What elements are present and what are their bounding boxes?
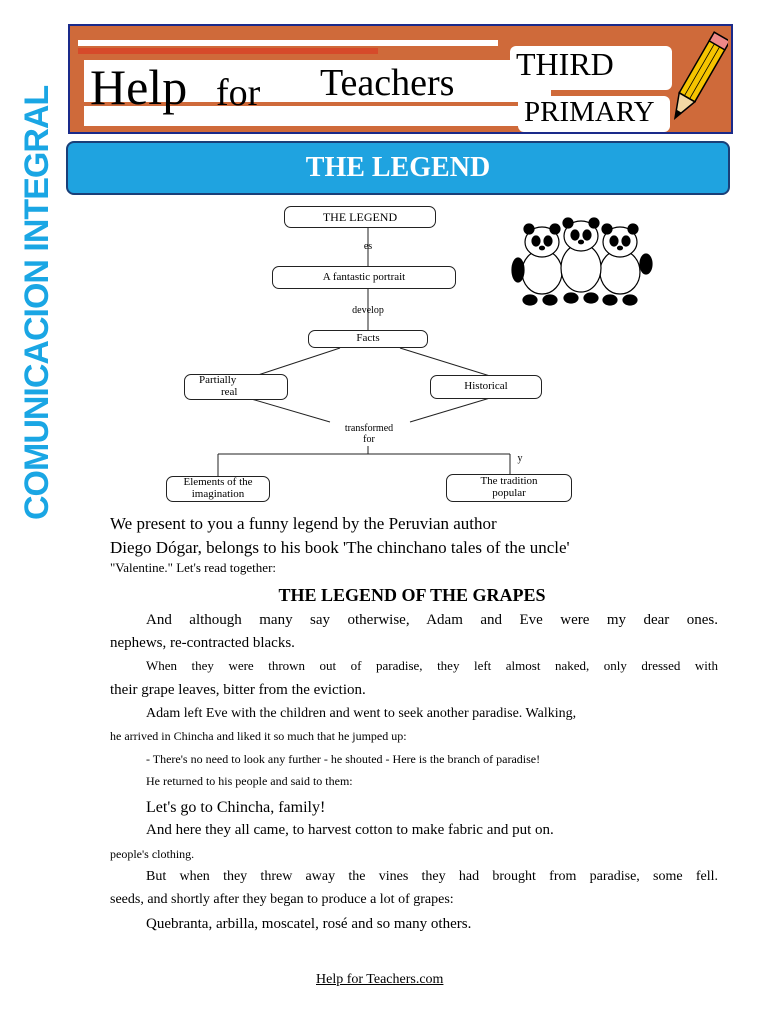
diagram-text: real bbox=[221, 386, 238, 398]
banner-stripe bbox=[80, 102, 550, 106]
pandas-illustration bbox=[511, 217, 653, 306]
diagram-text: imagination bbox=[191, 488, 245, 500]
header-word-teachers: Teachers bbox=[320, 62, 455, 104]
story-line: people's clothing. bbox=[110, 847, 195, 861]
diagram-text: for bbox=[363, 434, 375, 445]
story-line: he arrived in Chincha and liked it so mu… bbox=[110, 729, 407, 743]
header-word-for: for bbox=[216, 72, 261, 114]
story-line: He returned to his people and said to th… bbox=[146, 774, 353, 788]
diagram-text: transformed bbox=[344, 423, 394, 434]
story-line: seeds, and shortly after they began to p… bbox=[110, 892, 454, 907]
diagram-node-historical: Historical bbox=[430, 375, 542, 399]
diagram-link-y: y bbox=[517, 453, 523, 464]
story-line: - There's no need to look any further - … bbox=[146, 752, 541, 766]
diagram-node-root: THE LEGEND bbox=[284, 206, 436, 228]
concept-diagram: THE LEGEND es A fantastic portrait devel… bbox=[160, 200, 580, 510]
story-line: And although many say otherwise, Adam an… bbox=[146, 612, 718, 628]
sidebar-label: COMUNICACION INTEGRAL bbox=[18, 85, 56, 520]
pencil-icon bbox=[673, 31, 728, 120]
banner-stripe bbox=[78, 40, 498, 46]
story-line: their grape leaves, bitter from the evic… bbox=[110, 682, 366, 698]
diagram-node-tradition: The tradition popular bbox=[446, 474, 572, 502]
diagram-connectors bbox=[217, 228, 511, 476]
story-title: THE LEGEND OF THE GRAPES bbox=[278, 585, 546, 605]
diagram-node-imagination: Elements of the imagination bbox=[166, 476, 270, 502]
title-bar: THE LEGEND bbox=[66, 141, 730, 195]
intro-line-3: "Valentine." Let's read together: bbox=[110, 560, 277, 575]
header-banner: Help for Teachers THIRD PRIMARY bbox=[68, 24, 733, 134]
banner-stripe bbox=[78, 48, 378, 54]
footer-link[interactable]: Help for Teachers.com bbox=[316, 972, 444, 987]
diagram-text: Partially bbox=[199, 374, 237, 387]
story-line: When they were thrown out of paradise, t… bbox=[146, 658, 718, 673]
story-line: Adam left Eve with the children and went… bbox=[146, 706, 577, 721]
diagram-link-es: es bbox=[363, 241, 373, 252]
story-line: But when they threw away the vines they … bbox=[146, 869, 718, 884]
diagram-text: popular bbox=[492, 487, 526, 499]
diagram-node-partially-real: Partially real bbox=[184, 374, 288, 400]
diagram-node-facts: Facts bbox=[308, 330, 428, 348]
diagram-text: The tradition bbox=[480, 475, 538, 488]
header-word-help: Help bbox=[90, 59, 188, 115]
diagram-text: Elements of the bbox=[183, 476, 253, 489]
diagram-link-develop: develop bbox=[352, 305, 384, 316]
banner-white-panel bbox=[84, 60, 551, 126]
story-line: Quebranta, arbilla, moscatel, rosé and s… bbox=[146, 916, 472, 932]
page-title: THE LEGEND bbox=[305, 152, 491, 183]
story-line: nephews, re-contracted blacks. bbox=[110, 635, 295, 651]
intro-line-1: We present to you a funny legend by the … bbox=[110, 514, 497, 533]
grade-third: THIRD bbox=[510, 46, 672, 90]
grade-primary: PRIMARY bbox=[518, 96, 670, 132]
intro-line-2: Diego Dógar, belongs to his book 'The ch… bbox=[110, 538, 570, 557]
story-line: And here they all came, to harvest cotto… bbox=[146, 822, 554, 838]
story-line: Let's go to Chincha, family! bbox=[146, 799, 326, 816]
diagram-node-portrait: A fantastic portrait bbox=[272, 266, 456, 289]
diagram-link-transformed: transformed for bbox=[314, 424, 424, 445]
